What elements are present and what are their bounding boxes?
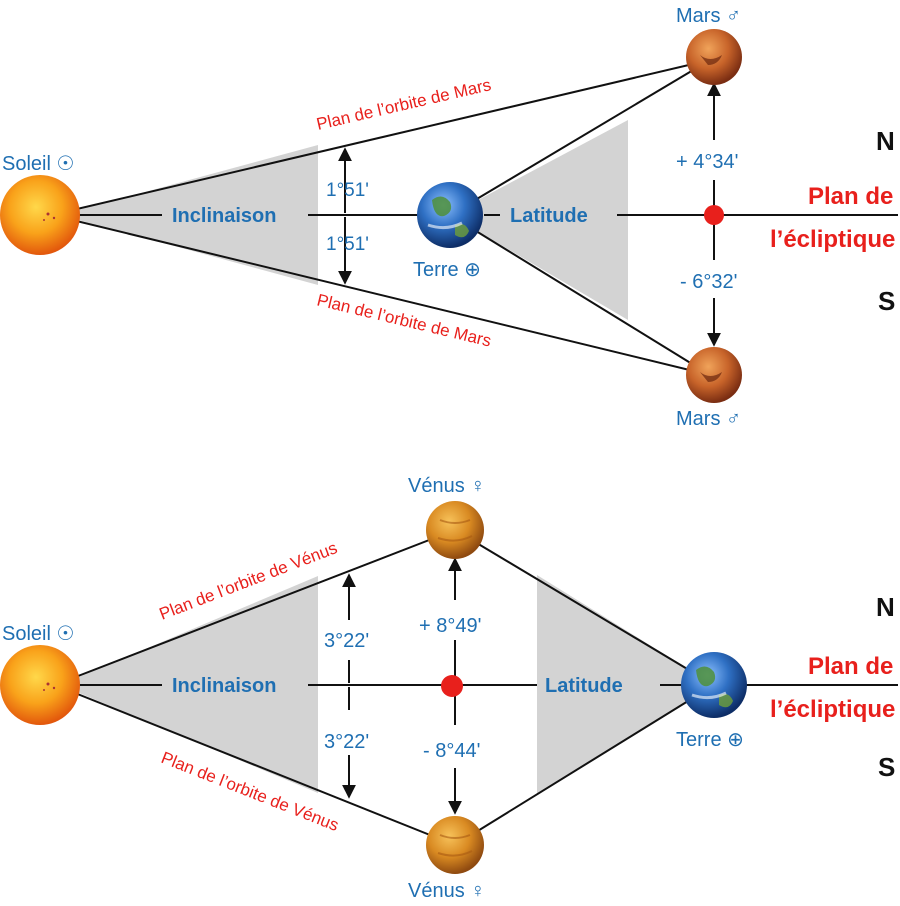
- mars-orbit-bottom-line: [59, 216, 711, 376]
- ecliptic-label-line2: l’écliptique: [770, 226, 895, 253]
- venus-orbit-top-line: [59, 529, 456, 684]
- venus-bottom-label: Vénus ♀: [408, 880, 485, 902]
- inclination-up-value: 3°22': [324, 630, 369, 652]
- latitude-down-value: - 6°32': [680, 271, 737, 293]
- earth-label: Terre ⊕: [676, 729, 744, 751]
- earth-icon: [681, 652, 747, 718]
- inclination-down-value: 1°51': [326, 234, 369, 255]
- sun-label: Soleil ☉: [2, 623, 74, 645]
- sun-icon: [0, 645, 80, 725]
- sun-icon: [0, 175, 80, 255]
- earth-to-mars-bottom-line: [449, 214, 711, 376]
- earth-icon: [417, 182, 483, 248]
- ecliptic-point: [441, 675, 463, 697]
- latitude-label: Latitude: [510, 205, 588, 227]
- inclination-label: Inclinaison: [172, 675, 276, 697]
- latitude-down-value: - 8°44': [423, 740, 480, 762]
- south-label: S: [878, 286, 895, 316]
- venus-to-earth-top-line: [454, 529, 715, 686]
- venus-inclination-wedge: [60, 576, 318, 793]
- earth-to-mars-top-line: [449, 59, 711, 216]
- mars-orbit-top-line: [59, 59, 711, 214]
- north-label: N: [876, 592, 895, 622]
- earth-label: Terre ⊕: [413, 259, 481, 281]
- north-label: N: [876, 126, 895, 156]
- mars-diagram: Soleil ☉ Terre ⊕ Mars ♂ Mars ♂ Plan de l…: [0, 5, 898, 430]
- ecliptic-label-line1: Plan de: [808, 183, 893, 210]
- inclination-up-value: 1°51': [326, 180, 369, 201]
- ecliptic-point: [704, 205, 724, 225]
- latitude-up-value: + 4°34': [676, 151, 738, 173]
- mars-orbit-bottom-label: Plan de l’orbite de Mars: [315, 290, 493, 350]
- venus-top-icon: [426, 501, 484, 559]
- inclination-down-value: 3°22': [324, 731, 369, 753]
- latitude-up-value: + 8°49': [419, 615, 481, 637]
- venus-top-label: Vénus ♀: [408, 475, 485, 497]
- sun-label: Soleil ☉: [2, 153, 74, 175]
- ecliptic-label-line1: Plan de: [808, 653, 893, 680]
- mars-latitude-wedge: [450, 120, 628, 320]
- ecliptic-label-line2: l’écliptique: [770, 696, 895, 723]
- venus-diagram: Soleil ☉ Terre ⊕ Vénus ♀ Vénus ♀ Plan de…: [0, 475, 898, 902]
- mars-orbit-top-label: Plan de l’orbite de Mars: [315, 75, 493, 134]
- venus-to-earth-bottom-line: [454, 684, 715, 846]
- mars-inclination-wedge: [60, 145, 318, 285]
- venus-bottom-icon: [426, 816, 484, 874]
- mars-top-label: Mars ♂: [676, 5, 741, 27]
- mars-top-icon: [686, 29, 742, 85]
- mars-bottom-label: Mars ♂: [676, 408, 741, 430]
- inclination-label: Inclinaison: [172, 205, 276, 227]
- latitude-label: Latitude: [545, 675, 623, 697]
- venus-latitude-wedge: [537, 575, 714, 795]
- venus-orbit-bottom-line: [59, 686, 456, 846]
- south-label: S: [878, 752, 895, 782]
- mars-bottom-icon: [686, 347, 742, 403]
